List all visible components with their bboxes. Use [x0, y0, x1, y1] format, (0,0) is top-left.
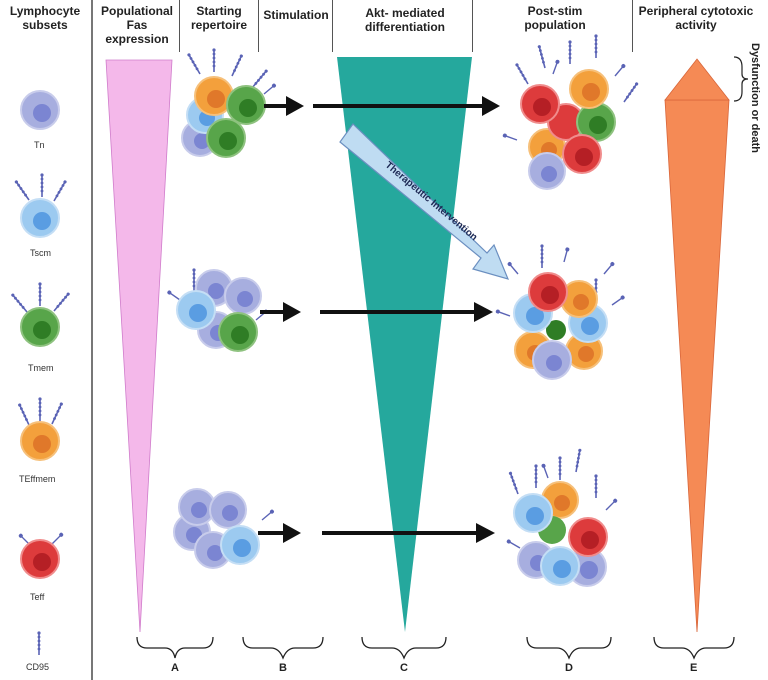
starting-cluster-top	[181, 47, 278, 158]
poststim-cluster-middle	[494, 243, 627, 380]
brace-a	[136, 636, 214, 659]
peripheral-activity-header: Peripheral cytotoxic activity	[638, 4, 754, 32]
cytotoxic-activity-tip	[664, 58, 730, 101]
brace-d	[526, 636, 612, 660]
panel-letter-c: C	[400, 662, 408, 674]
brace-c	[361, 636, 447, 660]
brace-e	[653, 636, 735, 660]
lymphocyte-subsets-header: Lymphocyte subsets	[9, 4, 81, 32]
header-divider-2	[258, 0, 259, 52]
dysfunction-label: Dysfunction or death	[749, 43, 761, 154]
header-divider-1	[179, 0, 180, 52]
tmem-label: Tmem	[28, 363, 54, 373]
cytotoxic-activity-wedge	[664, 99, 730, 633]
stimulation-arrow-bottom	[258, 523, 301, 543]
starting-cluster-bottom	[173, 488, 276, 569]
teff-label: Teff	[30, 592, 45, 602]
starting-repertoire-header: Starting repertoire	[190, 4, 248, 32]
stimulation-header: Stimulation	[263, 8, 329, 22]
panel-letter-a: A	[171, 662, 179, 674]
stimulation-arrow-top	[264, 96, 304, 116]
cd95-receptor-icon	[36, 630, 42, 656]
teff-cell-icon	[17, 531, 65, 579]
dysfunction-brace	[733, 56, 749, 102]
tscm-label: Tscm	[30, 248, 51, 258]
cd95-label: CD95	[26, 662, 50, 672]
differentiation-arrow-top	[313, 96, 500, 116]
differentiation-arrow-middle	[320, 302, 493, 322]
brace-b	[242, 636, 324, 660]
tn-cell-icon	[20, 90, 60, 130]
stimulation-arrow-middle	[260, 302, 301, 322]
header-divider-5	[632, 0, 633, 52]
legend-divider	[91, 0, 93, 680]
teffmem-label: TEffmem	[19, 474, 56, 484]
panel-letter-d: D	[565, 662, 573, 674]
panel-letter-e: E	[690, 662, 698, 674]
tmem-cell-icon	[9, 281, 72, 347]
akt-differentiation-header: Akt- mediated differentiation	[365, 6, 445, 34]
post-stim-header: Post-stim population	[524, 4, 586, 32]
fas-expression-wedge	[105, 59, 173, 633]
differentiation-arrow-bottom	[322, 523, 495, 543]
tscm-cell-icon	[13, 172, 68, 238]
therapeutic-intervention-arrow	[339, 123, 510, 280]
tn-label: Tn	[34, 140, 45, 150]
header-divider-3	[332, 0, 333, 52]
panel-letter-b: B	[279, 662, 287, 674]
poststim-cluster-bottom	[505, 447, 619, 587]
starting-cluster-middle	[165, 267, 270, 352]
akt-differentiation-wedge	[337, 57, 472, 632]
header-divider-4	[472, 0, 473, 52]
poststim-cluster-top	[501, 33, 640, 190]
populational-fas-header: Populational Fas expression	[101, 4, 173, 46]
teffmem-cell-icon	[16, 396, 65, 461]
